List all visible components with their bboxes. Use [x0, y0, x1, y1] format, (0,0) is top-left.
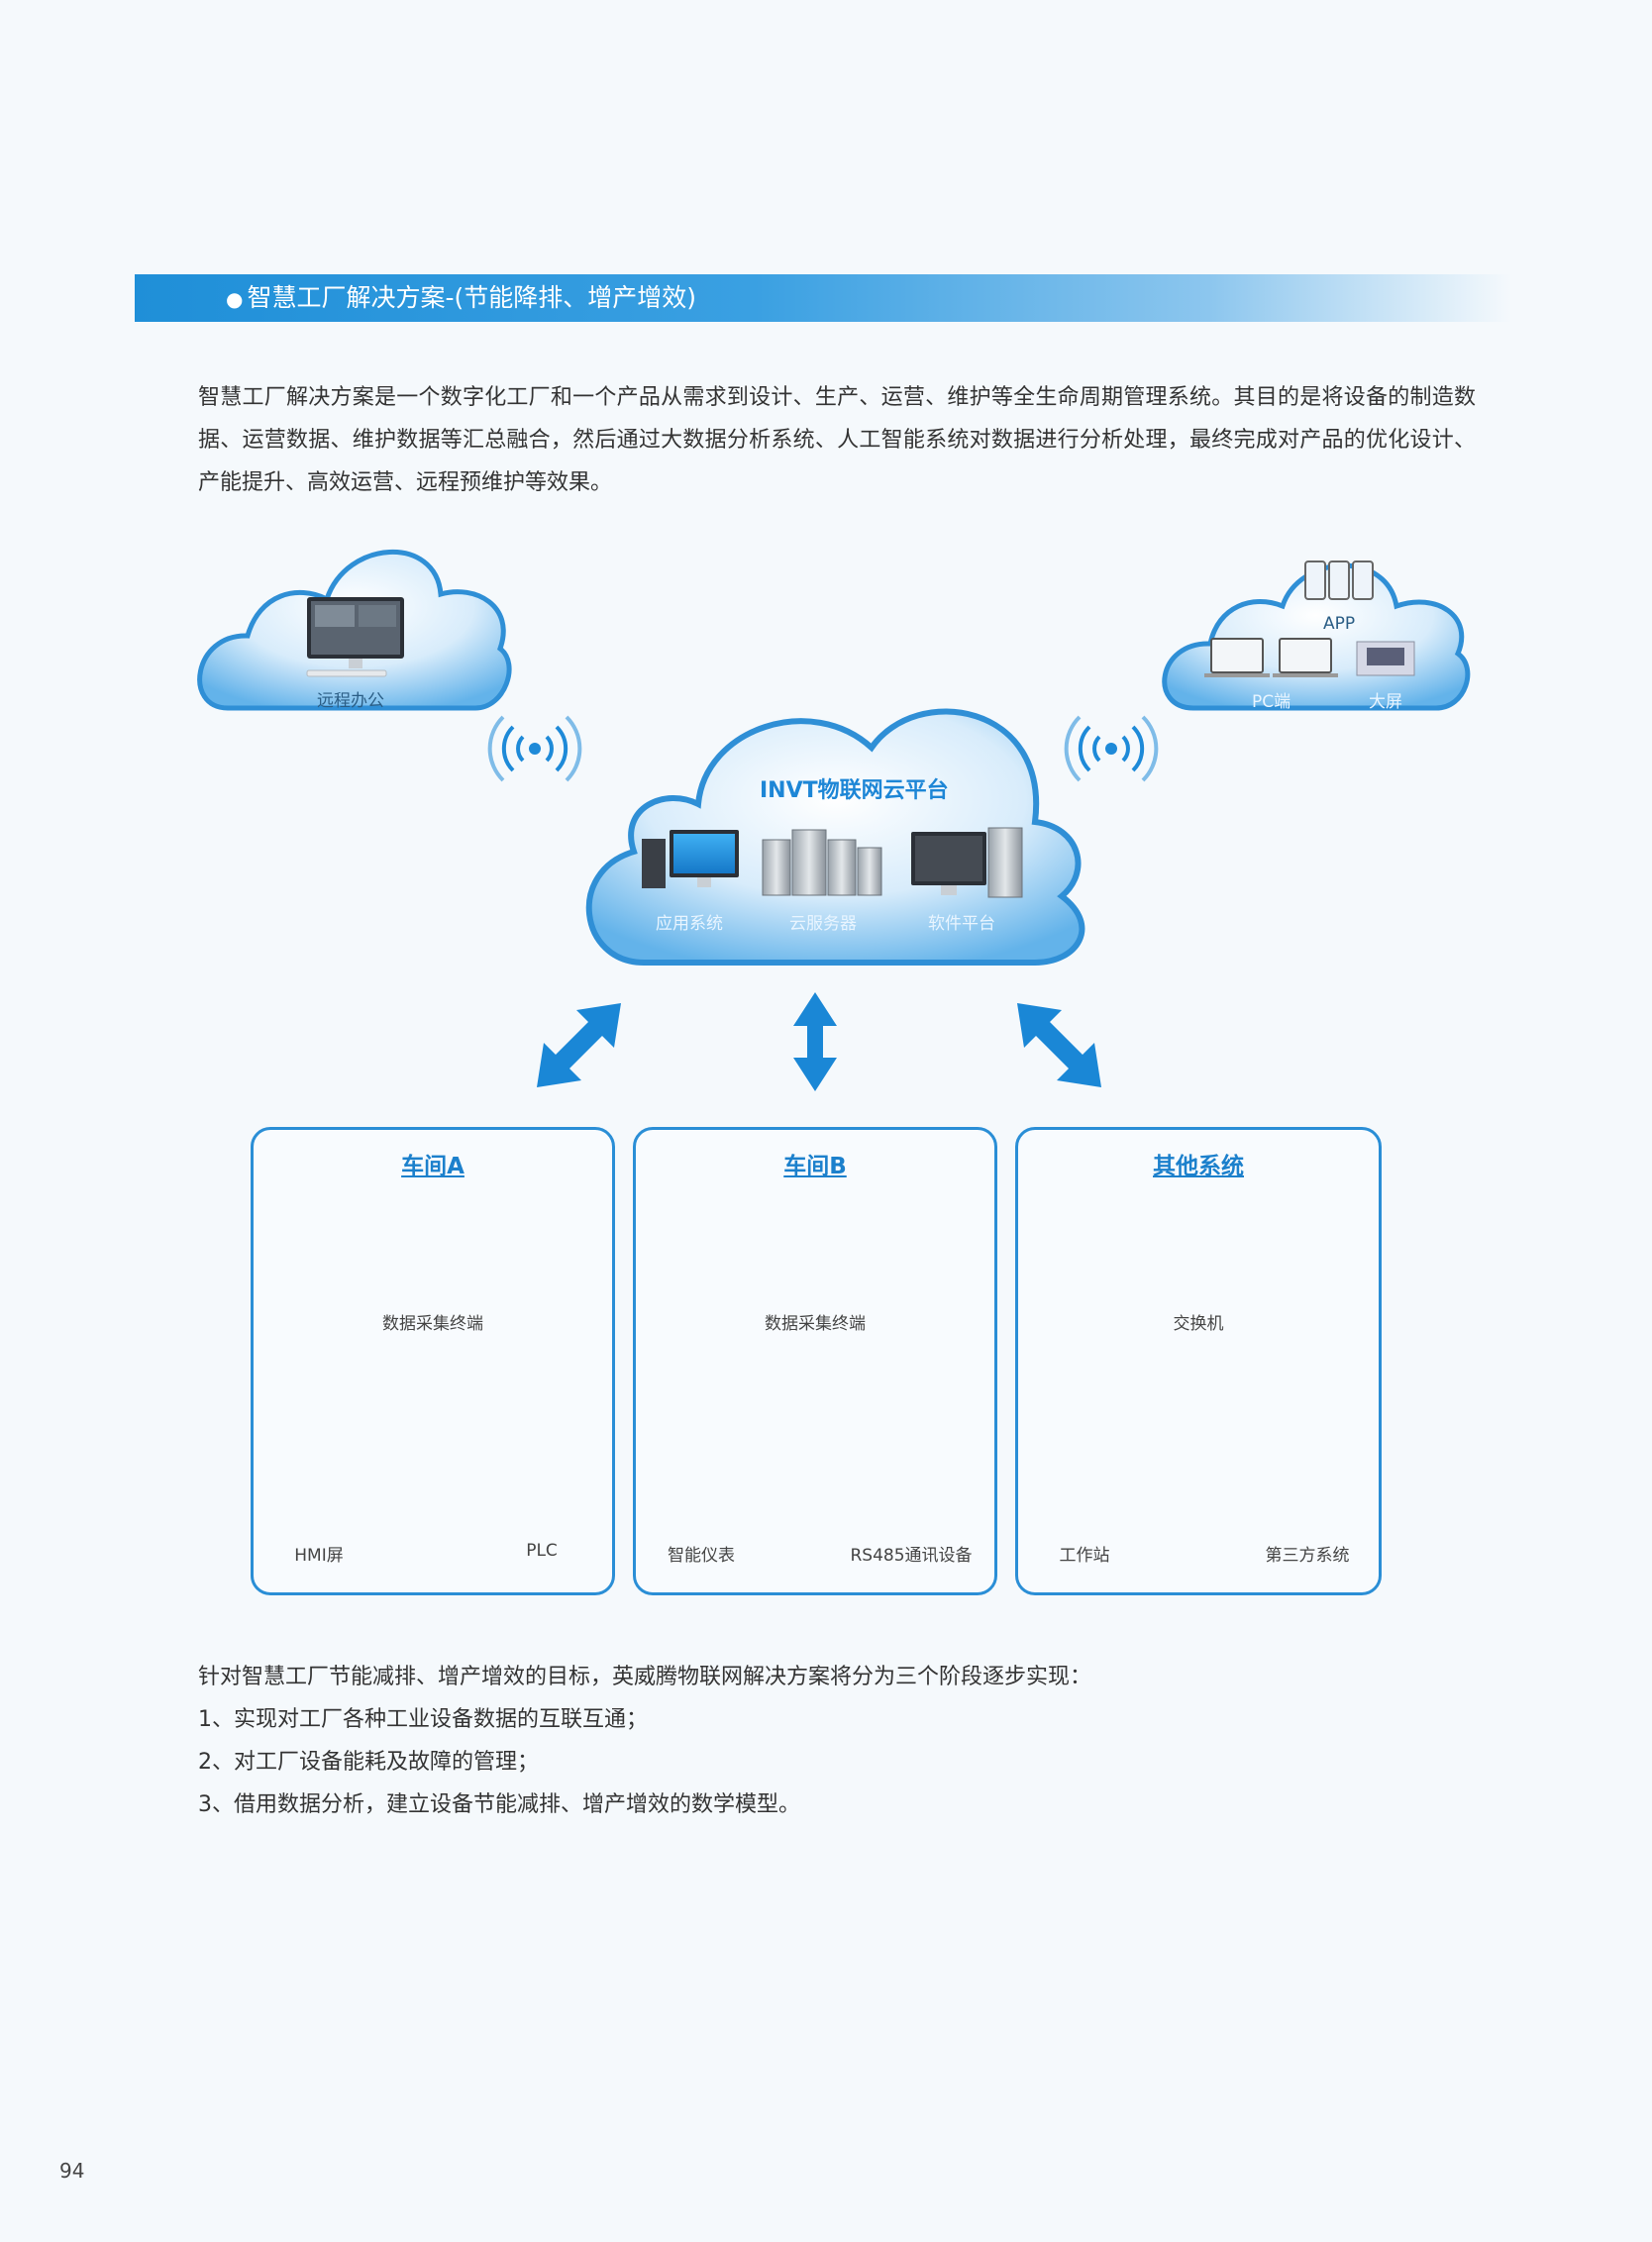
section-header-bar	[135, 274, 1511, 322]
page-number: 94	[59, 2159, 85, 2183]
intro-paragraph: 智慧工厂解决方案是一个数字化工厂和一个产品从需求到设计、生产、运营、维护等全生命…	[198, 385, 1476, 495]
panel-c-hub-label: 交换机	[1173, 1314, 1224, 1334]
platform-title: INVT物联网云平台	[760, 778, 949, 803]
cloud-server-icon	[762, 829, 882, 896]
section-title: ●智慧工厂解决方案-(节能降排、增产增效)	[226, 274, 696, 322]
footer-step-2: 2、对工厂设备能耗及故障的管理；	[198, 1750, 539, 1775]
panel-a-hub-label: 数据采集终端	[382, 1314, 483, 1334]
panel-a-left-label: HMI屏	[294, 1546, 344, 1566]
app-label: APP	[1323, 614, 1356, 634]
footer-intro: 针对智慧工厂节能减排、增产增效的目标，英威腾物联网解决方案将分为三个阶段逐步实现…	[198, 1665, 1092, 1689]
section-title-text: 智慧工厂解决方案-(节能降排、增产增效)	[247, 283, 696, 312]
wireless-signal-icon-right	[1064, 715, 1159, 782]
panel-workshop-b	[633, 1127, 997, 1595]
arrow-right-diagonal	[1017, 1003, 1101, 1087]
panel-c-right-label: 第三方系统	[1265, 1546, 1350, 1566]
platform-item-application: 应用系统	[656, 914, 723, 934]
phone-app-icons	[1304, 560, 1374, 600]
panel-b-hub-label: 数据采集终端	[765, 1314, 866, 1334]
panel-a-right-label: PLC	[526, 1541, 558, 1561]
client-devices-cloud	[1162, 560, 1471, 711]
panel-workshop-a	[251, 1127, 615, 1595]
platform-item-cloud-server: 云服务器	[789, 914, 857, 934]
footer-step-3: 3、借用数据分析，建立设备节能减排、增产增效的数学模型。	[198, 1792, 800, 1817]
arrow-vertical	[793, 992, 837, 1091]
desktop-monitor-icon	[306, 597, 404, 677]
panel-a-title: 车间A	[401, 1154, 465, 1179]
arrow-left-diagonal	[537, 1003, 621, 1087]
panel-b-right-label: RS485通讯设备	[850, 1546, 973, 1566]
big-screen-icon	[1356, 641, 1415, 676]
pc-label: PC端	[1252, 692, 1291, 712]
footer-paragraph: 针对智慧工厂节能减排、增产增效的目标，英威腾物联网解决方案将分为三个阶段逐步实现…	[198, 1656, 1486, 1826]
panel-c-left-label: 工作站	[1059, 1546, 1110, 1566]
application-system-icon	[642, 830, 739, 888]
remote-office-label: 远程办公	[317, 691, 384, 711]
big-screen-label: 大屏	[1369, 692, 1402, 712]
remote-office-cloud	[197, 549, 512, 711]
footer-step-1: 1、实现对工厂各种工业设备数据的互联互通；	[198, 1707, 648, 1732]
platform-item-software: 软件平台	[928, 914, 995, 934]
panel-other-systems	[1015, 1127, 1382, 1595]
wireless-signal-icon-left	[487, 715, 582, 782]
panel-b-title: 车间B	[783, 1154, 847, 1179]
laptop-pc-icon	[1204, 638, 1338, 677]
software-platform-icon	[911, 827, 1023, 898]
bullet-icon: ●	[226, 287, 244, 311]
panel-b-left-label: 智能仪表	[668, 1546, 735, 1566]
panel-c-title: 其他系统	[1153, 1154, 1244, 1179]
platform-cloud	[585, 708, 1085, 966]
